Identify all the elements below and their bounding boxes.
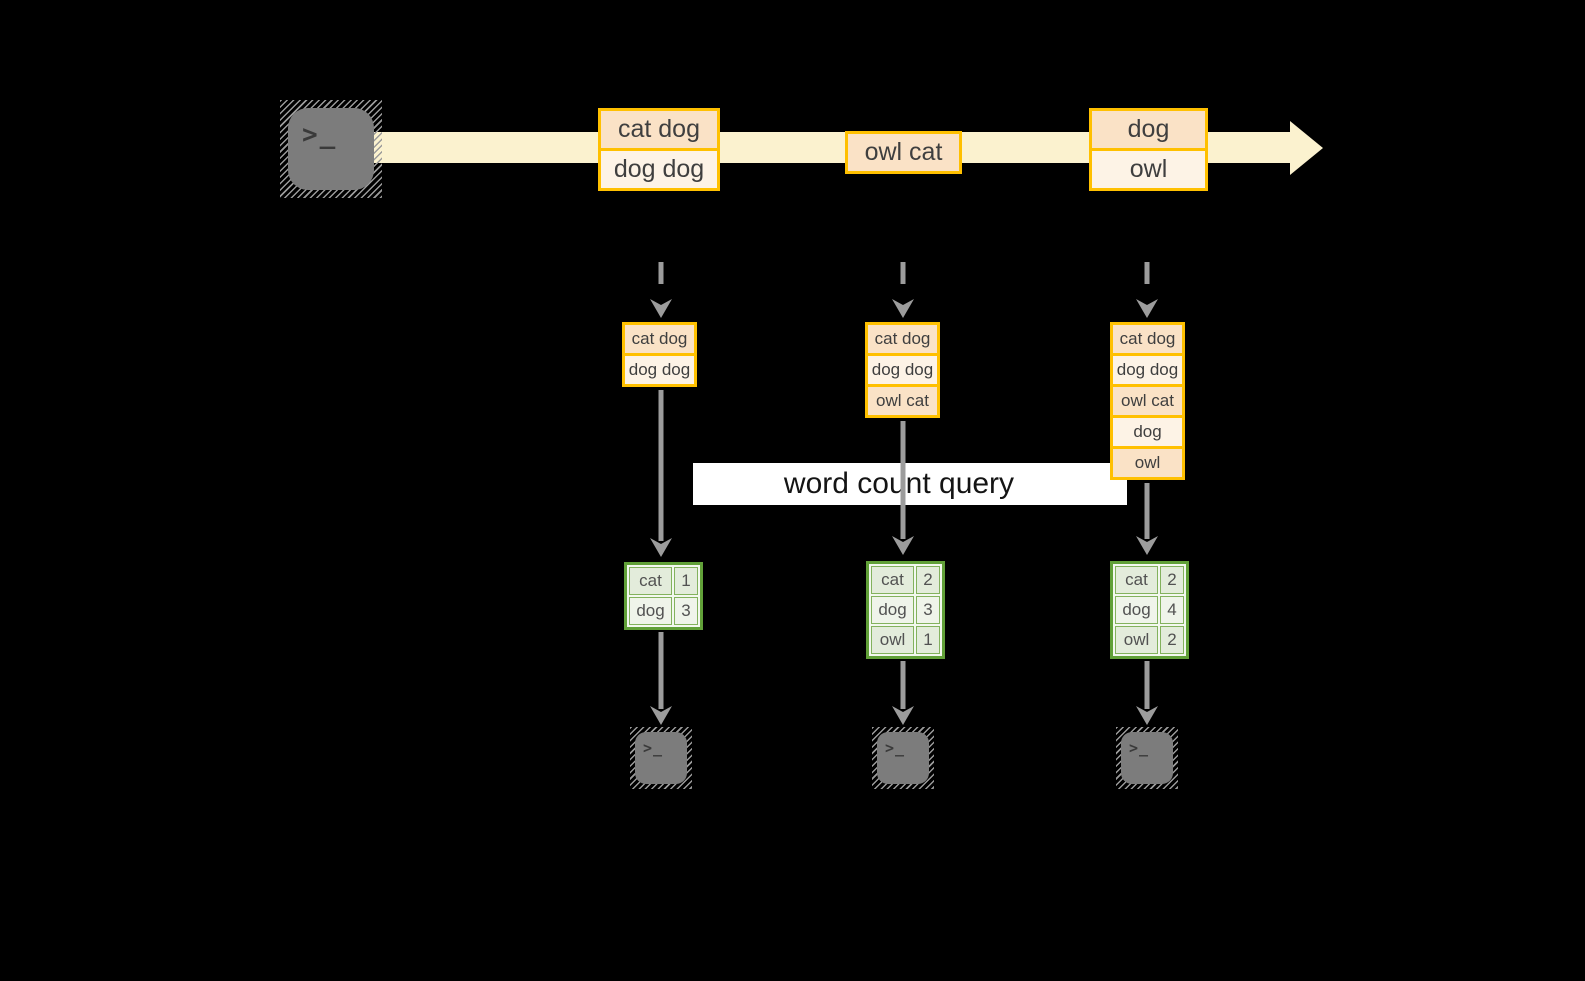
terminal-prompt-glyph: >_: [1129, 739, 1150, 757]
word-cell: dog: [871, 596, 914, 624]
stream-arrowhead-icon: [1290, 121, 1323, 175]
word-cell: owl: [871, 626, 914, 654]
terminal-screen: >_: [288, 108, 374, 190]
dashed-down-arrow: [892, 262, 914, 318]
buffer-record: dog dog: [1113, 356, 1182, 384]
query-label-band: word count query: [693, 463, 1127, 505]
output-terminal-icon: >_: [1116, 727, 1178, 789]
query-result-arrow: [1136, 483, 1158, 555]
output-arrow: [892, 661, 914, 725]
count-cell: 3: [916, 596, 940, 624]
event-buffer-stack: cat dog dog dog: [622, 322, 697, 387]
word-cell: cat: [871, 566, 914, 594]
buffer-record: cat dog: [625, 325, 694, 353]
stream-record: dog: [1092, 111, 1205, 148]
count-cell: 4: [1160, 596, 1184, 624]
buffer-record: cat dog: [868, 325, 937, 353]
word-cell: cat: [629, 567, 672, 595]
buffer-record: owl cat: [1113, 387, 1182, 415]
word-cell: owl: [1115, 626, 1158, 654]
stream-record: owl cat: [848, 134, 959, 171]
count-cell: 2: [1160, 566, 1184, 594]
count-cell: 2: [916, 566, 940, 594]
stream-record: cat dog: [601, 111, 717, 148]
buffer-record: owl: [1113, 449, 1182, 477]
stream-event-box: dog owl: [1089, 108, 1208, 191]
count-cell: 2: [1160, 626, 1184, 654]
buffer-record: cat dog: [1113, 325, 1182, 353]
word-count-table: cat 1 dog 3: [624, 562, 703, 630]
word-count-table: cat 2 dog 4 owl 2: [1110, 561, 1189, 659]
terminal-prompt-glyph: >_: [885, 739, 906, 757]
buffer-record: dog: [1113, 418, 1182, 446]
output-arrow: [1136, 661, 1158, 725]
terminal-screen: >_: [635, 732, 687, 784]
count-cell: 1: [674, 567, 698, 595]
dashed-down-arrow: [1136, 262, 1158, 318]
word-cell: dog: [629, 597, 672, 625]
terminal-screen: >_: [877, 732, 929, 784]
output-arrow: [650, 632, 672, 725]
dashed-down-arrow: [650, 262, 672, 318]
word-cell: dog: [1115, 596, 1158, 624]
query-result-arrow: [650, 390, 672, 557]
count-cell: 3: [674, 597, 698, 625]
output-terminal-icon: >_: [630, 727, 692, 789]
query-label: word count query: [783, 467, 1015, 500]
word-cell: cat: [1115, 566, 1158, 594]
terminal-prompt-glyph: >_: [643, 739, 664, 757]
count-cell: 1: [916, 626, 940, 654]
terminal-screen: >_: [1121, 732, 1173, 784]
buffer-record: owl cat: [868, 387, 937, 415]
event-buffer-stack: cat dog dog dog owl cat: [865, 322, 940, 418]
stream-record: dog dog: [601, 151, 717, 188]
output-terminal-icon: >_: [872, 727, 934, 789]
query-result-arrow: [892, 421, 914, 555]
stream-record: owl: [1092, 151, 1205, 188]
source-terminal-icon: >_: [280, 100, 382, 198]
buffer-record: dog dog: [868, 356, 937, 384]
terminal-prompt-glyph: >_: [302, 120, 338, 150]
event-buffer-stack: cat dog dog dog owl cat dog owl: [1110, 322, 1185, 480]
buffer-record: dog dog: [625, 356, 694, 384]
word-count-table: cat 2 dog 3 owl 1: [866, 561, 945, 659]
stream-event-box: cat dog dog dog: [598, 108, 720, 191]
stream-event-box: owl cat: [845, 131, 962, 174]
